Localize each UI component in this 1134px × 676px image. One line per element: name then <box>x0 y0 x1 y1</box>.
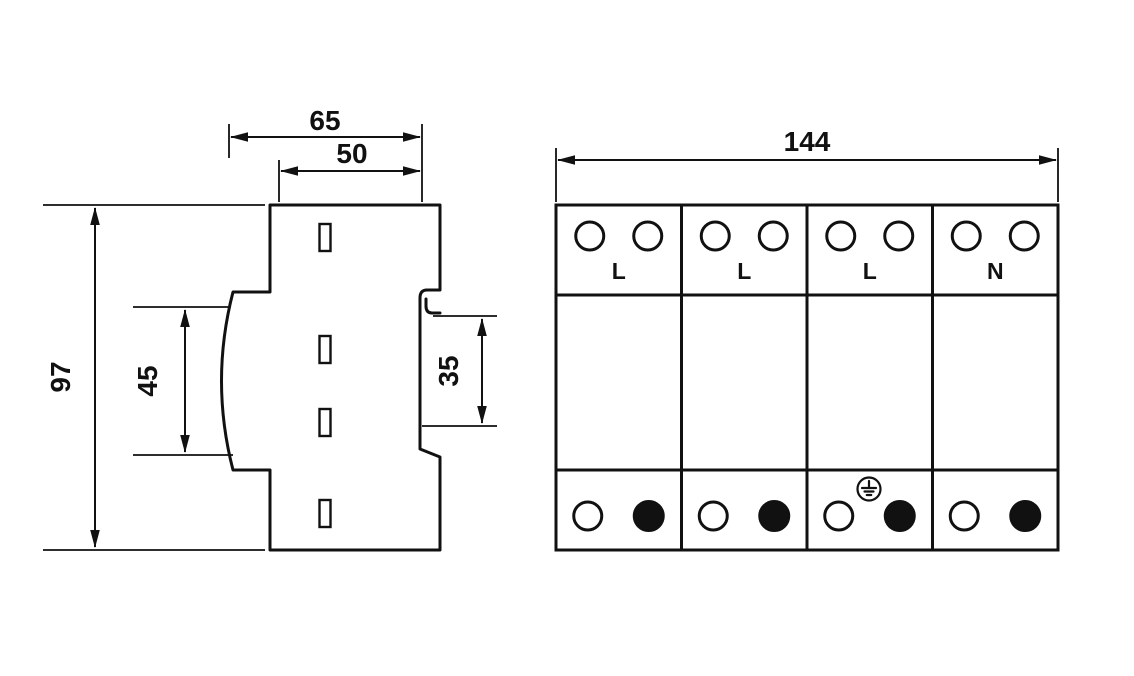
module-label: L <box>737 258 751 284</box>
module-label: L <box>612 258 626 284</box>
top-terminal <box>825 220 857 252</box>
terminal-slot <box>318 498 332 529</box>
top-terminal <box>1008 220 1040 252</box>
dimension-total-height: 97 <box>43 204 265 551</box>
top-terminal <box>883 220 915 252</box>
dimension-body-depth: 50 <box>278 138 421 202</box>
terminal-slot <box>318 334 332 365</box>
bottom-indicator-filled <box>632 500 665 532</box>
module-3: L <box>823 220 916 532</box>
module-1: L <box>572 220 665 532</box>
side-profile-outline <box>220 203 442 552</box>
din-clip-hook <box>424 297 442 315</box>
dimension-total-width: 144 <box>555 126 1059 202</box>
bottom-indicator-open <box>572 500 604 532</box>
dim-label-total-width: 144 <box>784 126 831 157</box>
terminal-slot <box>318 407 332 438</box>
terminal-slot <box>318 222 332 253</box>
front-view: L L L <box>554 203 1060 552</box>
module-2: L <box>697 220 791 532</box>
bottom-indicator-open <box>823 500 855 532</box>
bottom-indicator-filled <box>883 500 916 532</box>
module-4: N <box>948 220 1042 532</box>
dimension-total-depth: 65 <box>228 105 423 202</box>
dimension-front-section-height: 45 <box>132 306 233 456</box>
top-terminal <box>632 220 664 252</box>
module-label: L <box>863 258 877 284</box>
bottom-indicator-open <box>697 500 729 532</box>
module-label: N <box>987 258 1004 284</box>
bottom-indicator-open <box>948 500 980 532</box>
dim-label-din-rail-slot: 35 <box>433 355 464 386</box>
dimension-din-rail-slot: 35 <box>422 315 497 427</box>
dim-label-total-height: 97 <box>45 361 76 392</box>
top-terminal <box>757 220 789 252</box>
bottom-indicator-filled <box>1009 500 1042 532</box>
top-terminal <box>699 220 731 252</box>
top-terminal <box>950 220 982 252</box>
side-view <box>220 203 442 552</box>
ground-symbol-circle <box>856 476 882 502</box>
dim-label-total-depth: 65 <box>309 105 340 136</box>
top-terminal <box>574 220 606 252</box>
dim-label-body-depth: 50 <box>336 138 367 169</box>
dim-label-front-section-height: 45 <box>132 365 163 396</box>
bottom-indicator-filled <box>758 500 791 532</box>
earth-ground-icon <box>856 476 882 502</box>
